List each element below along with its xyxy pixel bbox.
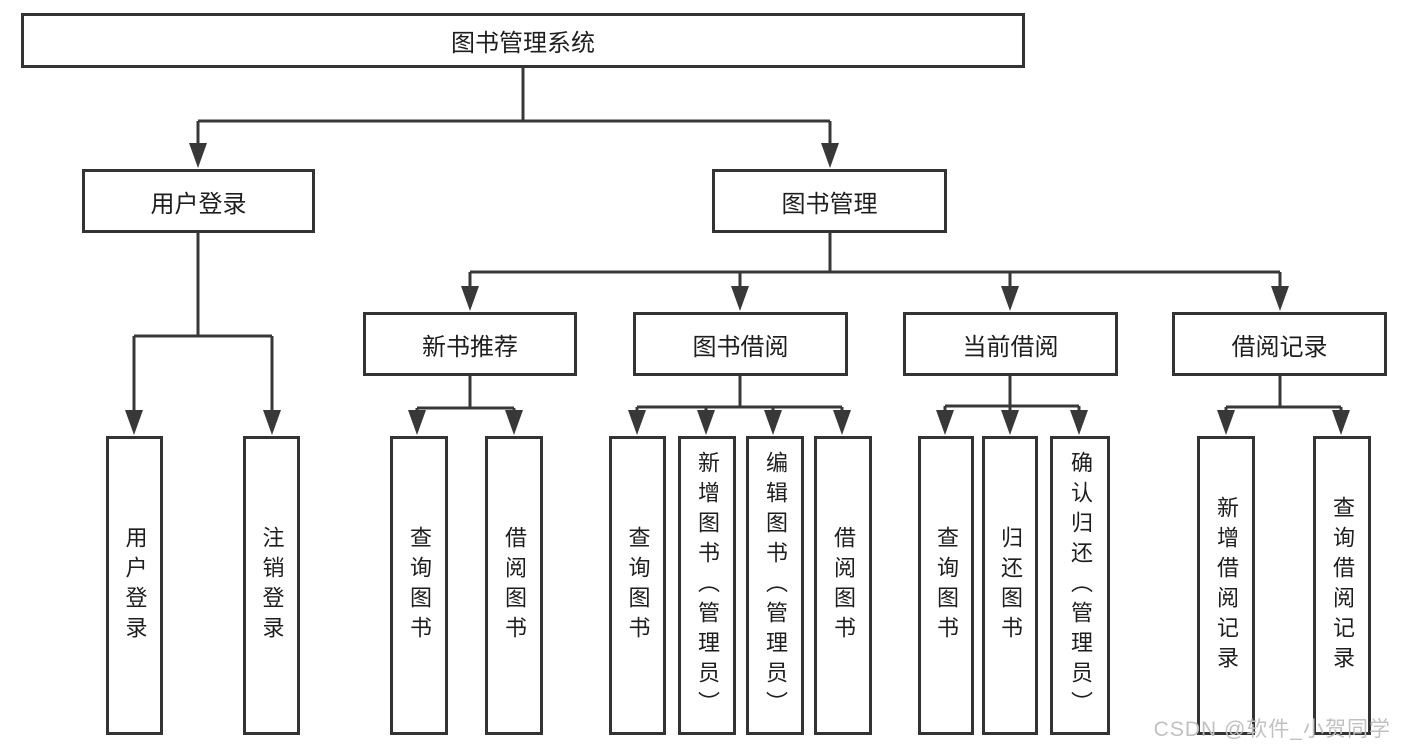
leaf-borrow-books-2-label: 借阅图书 (831, 525, 856, 646)
leaf-box-query-books: 查询图书 (390, 436, 448, 735)
leaf-add-borrow-record-label: 新增借阅记录 (1214, 495, 1239, 676)
node-box-borrow-records: 借阅记录 (1172, 312, 1387, 376)
arrowheads (125, 143, 1350, 435)
node-records-label: 借阅记录 (1231, 333, 1328, 361)
leaf-box-borrow-books-2: 借阅图书 (814, 436, 872, 735)
branch-mgmt-label: 图书管理 (781, 190, 878, 218)
leaf-user-login-label: 用户登录 (122, 525, 148, 646)
leaf-query-borrow-record-label: 查询借阅记录 (1330, 495, 1355, 676)
leaf-box-query-books-3: 查询图书 (918, 436, 974, 735)
leaf-box-return-books: 归还图书 (982, 436, 1038, 735)
leaf-edit-books-admin-label: 编辑图书（管理员） (763, 450, 788, 721)
leaf-query-books-label: 查询图书 (407, 525, 432, 646)
leaf-box-borrow-books: 借阅图书 (485, 436, 543, 735)
leaf-return-books-label: 归还图书 (998, 525, 1023, 646)
leaf-add-books-admin-label: 新增图书（管理员） (695, 450, 720, 721)
root-label: 图书管理系统 (451, 30, 595, 57)
leaf-borrow-books-label: 借阅图书 (502, 525, 527, 646)
leaf-box-query-borrow-record: 查询借阅记录 (1313, 436, 1371, 735)
node-box-new-book-recommend: 新书推荐 (363, 312, 577, 376)
leaf-logout-label: 注销登录 (259, 525, 285, 646)
leaf-box-logout: 注销登录 (243, 436, 300, 735)
csdn-watermark: CSDN @软件_小贺同学 (1153, 718, 1391, 741)
root-box-library-system: 图书管理系统 (21, 13, 1025, 68)
branch-box-user-login: 用户登录 (82, 169, 315, 233)
node-current-label: 当前借阅 (962, 333, 1059, 361)
leaf-query-books-2-label: 查询图书 (625, 525, 651, 646)
node-borrow-label: 图书借阅 (692, 333, 789, 361)
node-box-book-borrow: 图书借阅 (633, 312, 848, 376)
node-newbooks-label: 新书推荐 (422, 333, 518, 361)
leaf-box-user-login: 用户登录 (106, 436, 163, 735)
branch-user-label: 用户登录 (150, 190, 247, 218)
leaf-confirm-return-admin-label: 确认归还（管理员） (1068, 450, 1093, 721)
branch-box-book-management: 图书管理 (712, 169, 947, 233)
leaf-box-add-books-admin: 新增图书（管理员） (678, 436, 736, 735)
leaf-box-add-borrow-record: 新增借阅记录 (1197, 436, 1255, 735)
leaf-box-query-books-2: 查询图书 (609, 436, 666, 735)
leaf-query-books-3-label: 查询图书 (934, 525, 959, 646)
leaf-box-confirm-return-admin: 确认归还（管理员） (1050, 436, 1110, 735)
node-box-current-borrow: 当前借阅 (903, 312, 1118, 376)
leaf-box-edit-books-admin: 编辑图书（管理员） (746, 436, 804, 735)
